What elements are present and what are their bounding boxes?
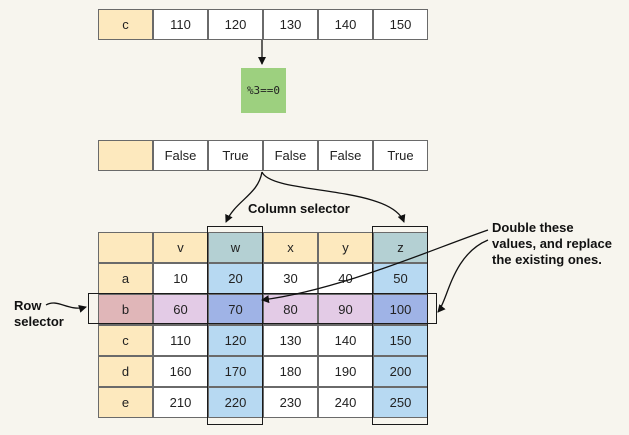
arrow-to-column-z [261,171,406,223]
column-z-selector-box [372,226,428,425]
table-cell: 180 [263,356,318,387]
column-header: x [263,232,318,263]
table-cell: 130 [263,325,318,356]
table-corner [98,232,153,263]
operation-text: %3==0 [246,84,281,97]
row-selector-line2: selector [14,314,64,329]
source-row-cell: 140 [318,9,373,40]
table-cell: 30 [263,263,318,294]
double-values-line2: values, and replace [492,236,612,251]
row-b-selector-box [88,293,437,324]
source-row-cell: 130 [263,9,318,40]
table-cell: 40 [318,263,373,294]
row-index: d [98,356,153,387]
row-selector-line1: Row [14,298,42,313]
column-w-selector-box [207,226,263,425]
row-selector-label: Row selector [14,298,64,330]
modulo-operation-box: %3==0 [241,68,286,113]
table-cell: 190 [318,356,373,387]
arrow-to-cell-100 [437,239,489,313]
column-header: v [153,232,208,263]
table-cell: 110 [153,325,208,356]
mask-row-cell: True [373,140,428,171]
row-index: a [98,263,153,294]
table-cell: 210 [153,387,208,418]
source-row-cell: 120 [208,9,263,40]
mask-row-cell: False [153,140,208,171]
mask-row-cell: True [208,140,263,171]
double-values-line3: the existing ones. [492,252,602,267]
arrow-row-selector [45,302,87,313]
table-cell: 200 [373,356,428,387]
double-values-line1: Double these [492,220,574,235]
row-index: e [98,387,153,418]
row-index: c [98,325,153,356]
row-index: b [98,294,153,325]
table-cell: 220 [208,387,263,418]
table-cell: 120 [208,325,263,356]
source-row-index: c [98,9,153,40]
mask-row-cell: False [263,140,318,171]
arrow-to-column-w [225,171,263,223]
mask-row-index [98,140,153,171]
double-values-label: Double these values, and replace the exi… [492,220,612,268]
table-cell: 90 [318,294,373,325]
table-cell: 60 [153,294,208,325]
table-cell: 150 [373,325,428,356]
table-cell: 240 [318,387,373,418]
column-selector-label: Column selector [248,201,350,216]
table-cell: 170 [208,356,263,387]
table-cell: 230 [263,387,318,418]
table-cell: 70 [208,294,263,325]
mask-row-cell: False [318,140,373,171]
arrow-to-cell-70 [261,229,489,304]
column-header: w [208,232,263,263]
source-row-cell: 150 [373,9,428,40]
source-row-cell: 110 [153,9,208,40]
